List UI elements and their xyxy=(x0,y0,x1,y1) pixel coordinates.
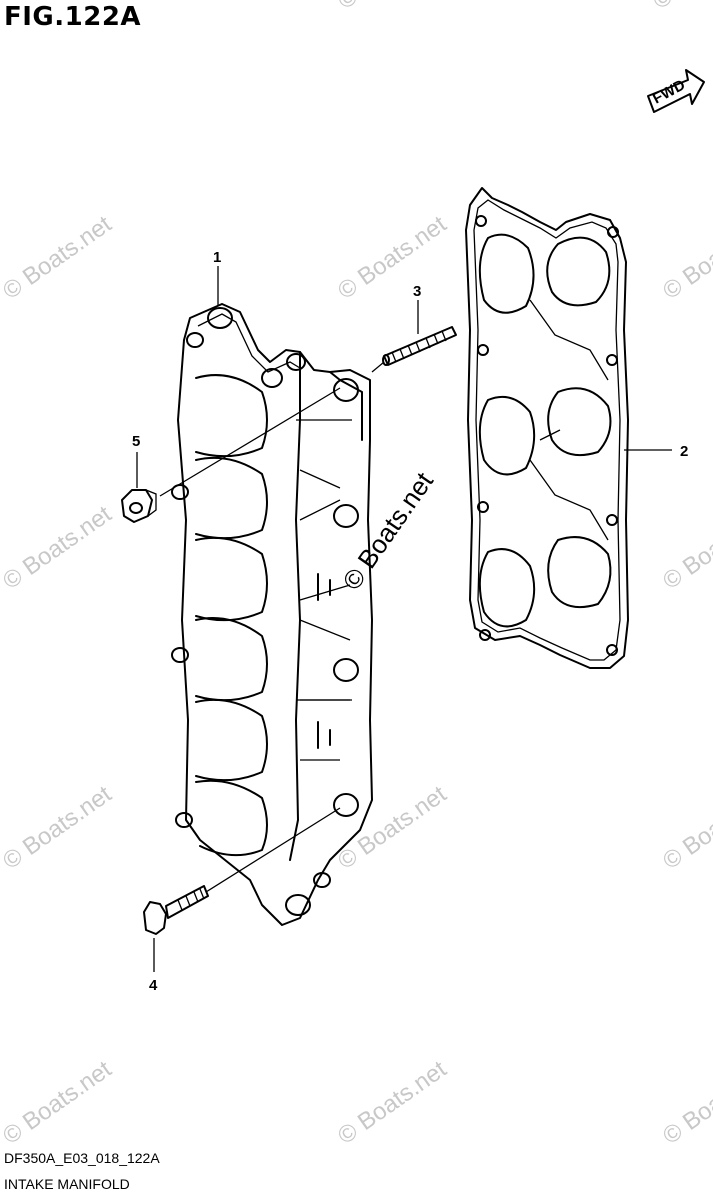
figure-title: FIG.122A xyxy=(4,2,142,32)
watermark: © Boats.net xyxy=(0,210,117,304)
watermark: © Boats.net xyxy=(333,210,452,304)
figure-caption: INTAKE MANIFOLD xyxy=(4,1176,130,1192)
watermark: © Boats.net xyxy=(0,1055,117,1149)
watermark: © Boats.net xyxy=(333,1055,452,1149)
watermark: © Boats.net xyxy=(658,210,713,304)
watermark: © Boats.net xyxy=(658,500,713,594)
callout-5: 5 xyxy=(132,433,140,450)
watermark: © Boats.net xyxy=(0,500,117,594)
part-2-gasket xyxy=(465,187,629,669)
part-4-bolt xyxy=(143,885,209,935)
watermark: © Boats.net xyxy=(658,1055,713,1149)
part-1-intake-manifold xyxy=(171,303,373,926)
callout-1: 1 xyxy=(213,249,221,266)
fwd-label: FWD xyxy=(650,76,688,107)
center-watermark: © Boats.net xyxy=(336,466,439,595)
watermark: © Boats.net xyxy=(658,780,713,874)
part-5-nut xyxy=(121,489,157,523)
watermark: © Boats.net xyxy=(0,780,117,874)
watermark: © Boats.net xyxy=(648,0,713,15)
watermark: © Boats.net xyxy=(333,0,452,15)
callout-3: 3 xyxy=(413,283,421,300)
callout-4: 4 xyxy=(149,977,158,994)
callouts: 1 2 3 4 5 xyxy=(132,249,688,994)
part-3-stud xyxy=(382,326,457,366)
figure-code: DF350A_E03_018_122A xyxy=(4,1150,160,1166)
fwd-arrow-icon: FWD xyxy=(647,69,705,113)
leader-lines xyxy=(136,266,672,972)
callout-2: 2 xyxy=(680,443,688,460)
